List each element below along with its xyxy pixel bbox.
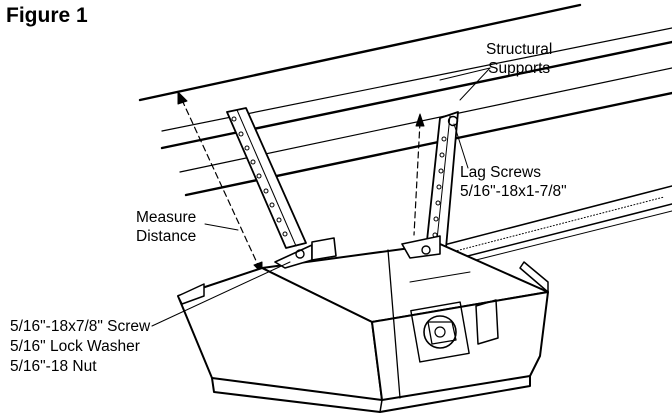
hardware-screw-label: 5/16"-18x7/8" Screw: [10, 318, 151, 335]
figure-title: Figure 1: [6, 4, 88, 27]
structural-supports-label-line1: Structural: [486, 41, 553, 58]
hardware-label: 5/16"-18x7/8" Screw 5/16" Lock Washer 5/…: [10, 317, 150, 377]
measure-distance-label-line2: Distance: [136, 228, 197, 245]
structural-supports-label-line2: Supports: [488, 60, 551, 77]
lag-screws-label: Lag Screws 5/16"-18x1-7/8": [460, 163, 567, 201]
door-rail: [439, 185, 672, 266]
lag-screws-label-line1: Lag Screws: [460, 164, 541, 181]
hardware-nut-label: 5/16"-18 Nut: [10, 358, 97, 375]
measure-distance-label: Measure Distance: [136, 208, 196, 246]
measure-distance-arrows: [177, 91, 425, 274]
hardware-lock-washer-label: 5/16" Lock Washer: [10, 338, 140, 355]
structural-supports-label: Structural Supports: [486, 40, 552, 78]
measure-distance-label-line1: Measure: [136, 209, 197, 226]
leader-lines: [151, 67, 491, 327]
right-hanging-bracket: [425, 111, 459, 251]
lag-screws-label-line2: 5/16"-18x1-7/8": [460, 183, 567, 200]
opener-motor-unit: [177, 235, 549, 413]
left-hanging-bracket: [226, 107, 307, 249]
structural-supports: [138, 3, 672, 197]
